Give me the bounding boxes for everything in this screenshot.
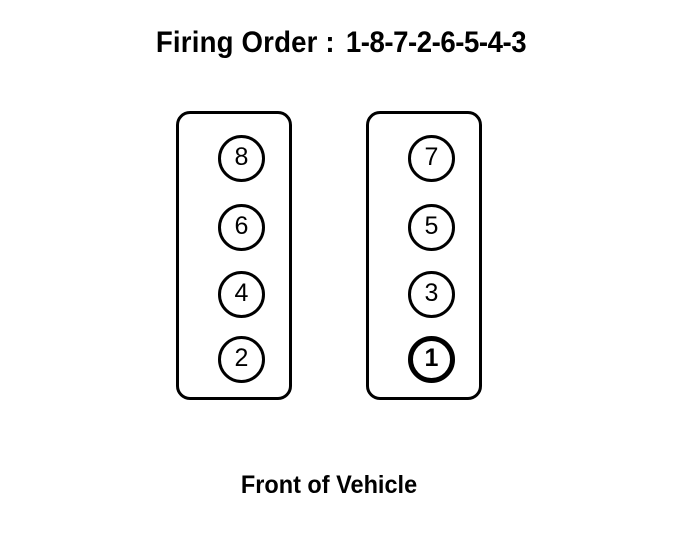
cylinder-2: 2 [218,336,265,383]
firing-order-label: Firing Order : [155,26,335,59]
cylinder-number: 1 [424,344,439,372]
engine-bank-left: 8 6 4 2 [176,111,292,400]
cylinder-1: 1 [408,336,455,383]
cylinder-number: 5 [424,212,439,240]
cylinder-number: 7 [424,143,439,171]
cylinder-number: 2 [234,344,249,372]
engine-bank-right: 7 5 3 1 [366,111,482,400]
firing-order-sequence: 1-8-7-2-6-5-4-3 [345,26,527,59]
cylinder-4: 4 [218,271,265,318]
front-of-vehicle-caption: Front of Vehicle [240,471,418,499]
page-title: Firing Order : 1-8-7-2-6-5-4-3 [27,26,654,60]
cylinder-3: 3 [408,271,455,318]
cylinder-number: 4 [234,279,249,307]
cylinder-6: 6 [218,204,265,251]
cylinder-7: 7 [408,135,455,182]
cylinder-number: 8 [234,143,249,171]
cylinder-8: 8 [218,135,265,182]
cylinder-number: 3 [424,279,439,307]
cylinder-5: 5 [408,204,455,251]
cylinder-number: 6 [234,212,249,240]
